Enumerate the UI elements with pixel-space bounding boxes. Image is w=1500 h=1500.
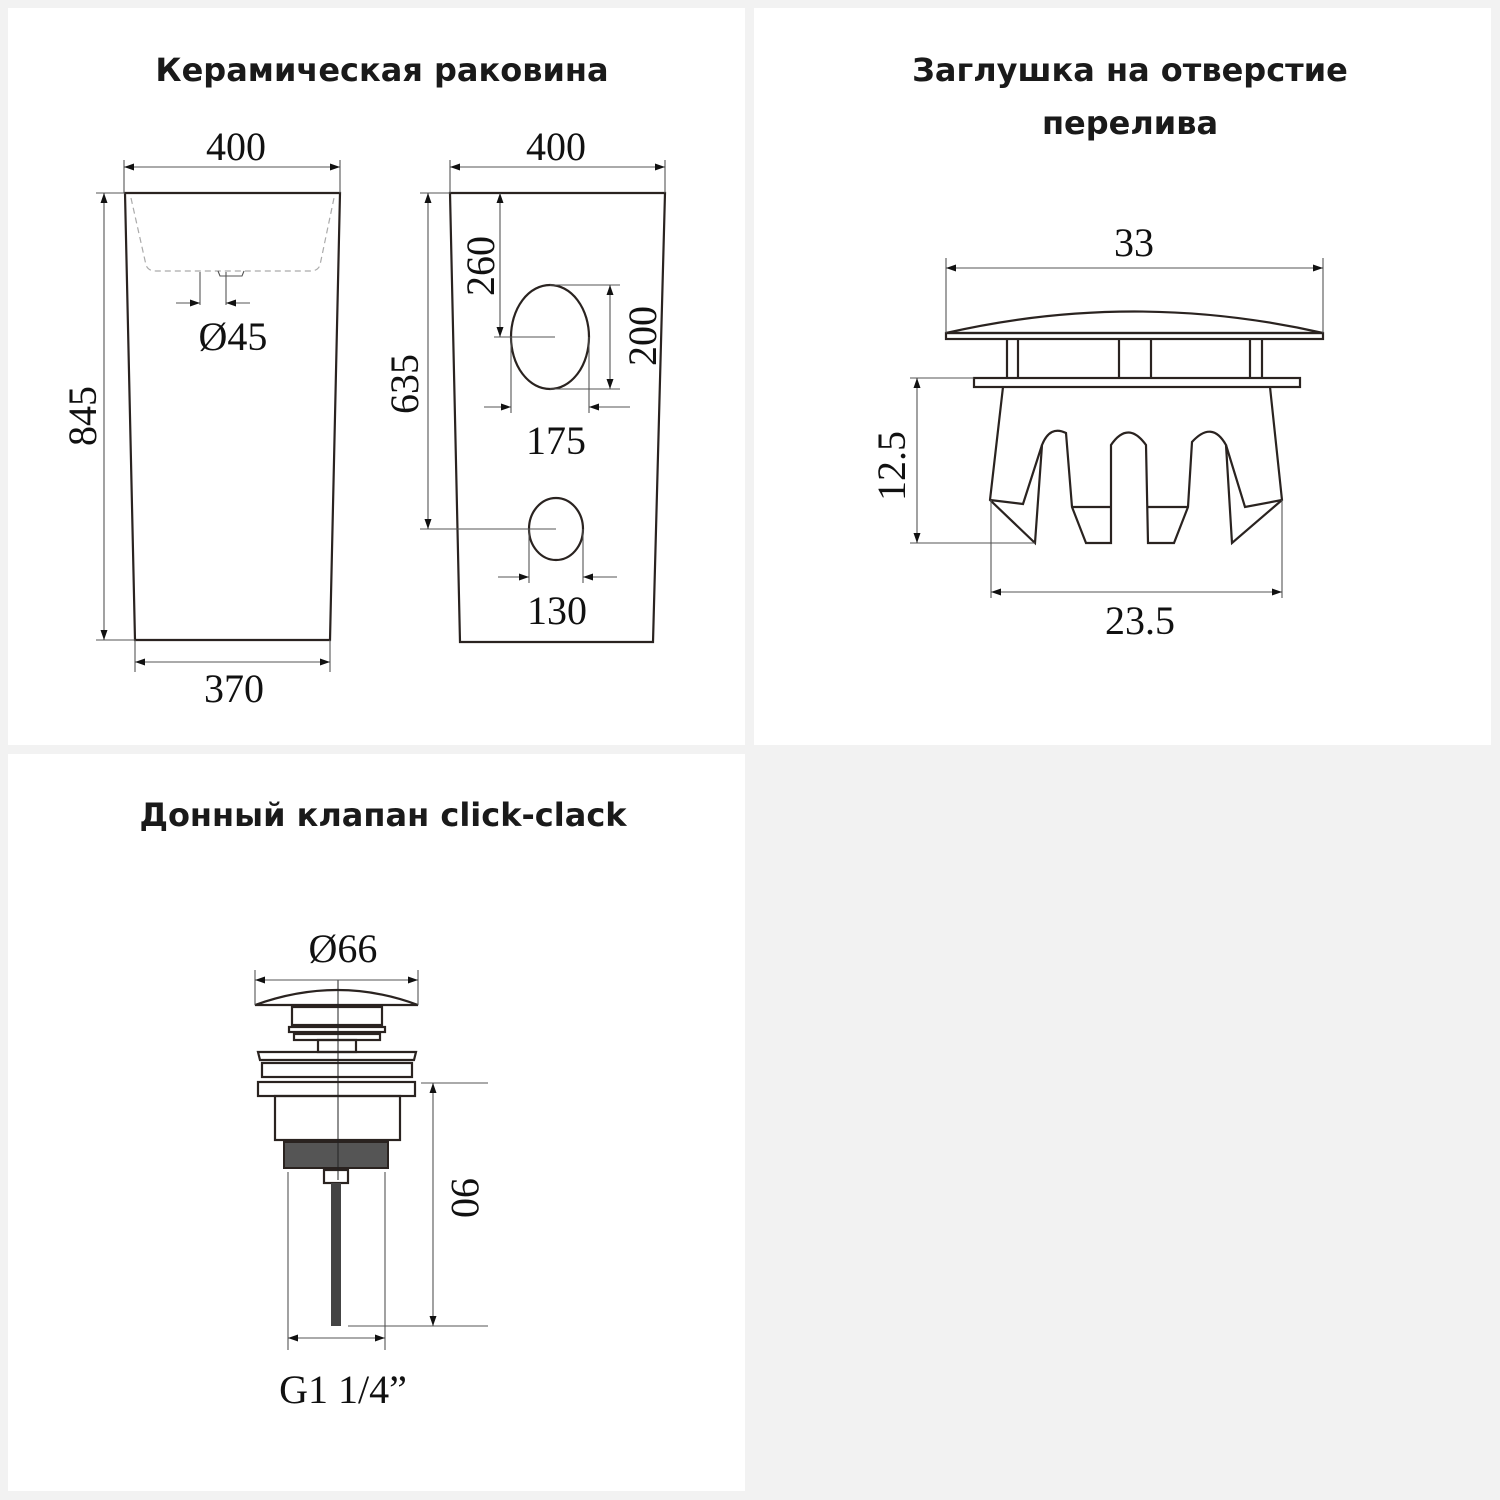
- dim-33: 33: [1114, 220, 1154, 265]
- dim-635: 635: [382, 354, 427, 414]
- dim-370: 370: [204, 666, 264, 711]
- dim-260: 260: [458, 236, 503, 296]
- dim-66: Ø66: [309, 926, 378, 971]
- sink-panel: [8, 8, 745, 745]
- dim-drain: Ø45: [199, 314, 268, 359]
- overflow-panel: [754, 8, 1491, 745]
- sink-side-view: 400 635 260 200 175 130: [382, 124, 667, 644]
- click-clack-valve-drawing: Ø66 90 G1 1/4”: [254, 926, 488, 1412]
- valve-panel: [8, 754, 745, 1491]
- dim-130: 130: [527, 588, 587, 633]
- dim-23-5: 23.5: [1105, 598, 1175, 643]
- dim-12-5: 12.5: [869, 431, 914, 501]
- dim-845: 845: [60, 386, 105, 446]
- valve-title: Донный клапан click-clack: [139, 796, 627, 834]
- dim-400-front: 400: [206, 124, 266, 169]
- dim-400-side: 400: [526, 124, 586, 169]
- overflow-title: Заглушка на отверстие перелива: [912, 51, 1348, 142]
- dim-175: 175: [526, 418, 586, 463]
- sink-title: Керамическая раковина: [155, 51, 609, 89]
- dim-thread: G1 1/4”: [279, 1367, 407, 1412]
- dim-200: 200: [620, 306, 665, 366]
- dim-90: 90: [443, 1178, 488, 1218]
- sink-front-view: 400 Ø45 845 370: [60, 124, 342, 711]
- overflow-cap-drawing: 33 12.5 23.5: [869, 220, 1325, 643]
